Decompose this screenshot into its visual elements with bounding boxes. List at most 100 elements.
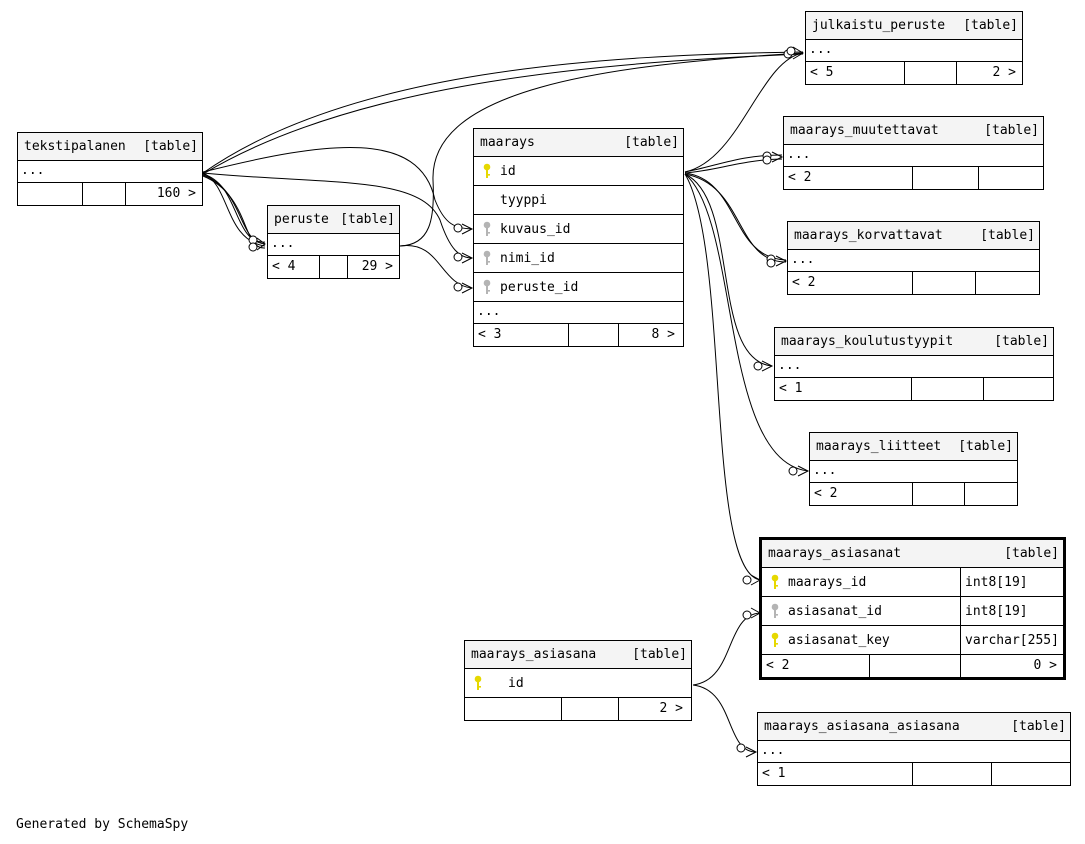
column-row[interactable]: peruste_id [474,273,683,302]
ellipsis-row: ... [788,250,1039,272]
parents-count[interactable]: < 2 [766,658,790,673]
edge-tekstipalanen-julkaistu [202,51,804,174]
parents-count[interactable]: < 2 [788,170,812,185]
table-footer: < 2 [810,483,1017,505]
parents-count[interactable]: < 1 [762,766,786,781]
table-footer: < 1 [775,378,1053,400]
table-name: peruste [274,212,329,227]
children-count[interactable]: 160 > [156,186,196,201]
table-header: maarays_korvattavat [table] [788,222,1039,250]
edge-peruste-julkaistu [399,52,804,247]
table-footer: < 5 2 > [806,62,1022,84]
table-maarays-asiasana[interactable]: maarays_asiasana [table] id 2 > [464,640,692,721]
edge-tekstipalanen-julkaistu-2 [202,53,804,175]
table-tag: [table] [632,647,687,662]
column-row[interactable]: nimi_id [474,244,683,273]
edge-maarays-koulutustyypit [684,173,773,367]
table-tag: [table] [994,334,1049,349]
edge-asiasana-asiasanat [692,612,761,686]
ellipsis-text: ... [477,304,501,319]
ellipsis-text: ... [778,358,802,373]
table-tag: [table] [624,135,679,150]
column-name: asiasanat_key [788,633,890,648]
edge-tekstipalanen-nimi [202,172,473,259]
children-count[interactable]: 2 > [659,701,683,716]
column-row[interactable]: maarays_id int8[19] [762,568,1063,597]
edge-maarays-julkaistu [684,52,804,173]
parents-count[interactable]: < 2 [814,486,838,501]
edge-asiasana-asiasana [692,684,757,753]
table-tag: [table] [1004,546,1059,561]
edge-peruste-maarays [399,245,473,289]
table-name: maarays_koulutustyypit [781,334,954,349]
ellipsis-text: ... [21,163,45,178]
edge-maarays-asiasanat [684,173,761,581]
table-header: maarays_muutettavat [table] [784,117,1043,145]
table-maarays[interactable]: maarays [table] id tyyppi kuvaus_id nimi… [473,128,684,347]
column-name: tyyppi [500,193,547,208]
column-row[interactable]: kuvaus_id [474,215,683,244]
table-maarays-koulutustyypit[interactable]: maarays_koulutustyypit [table] ... < 1 [774,327,1054,401]
ellipsis-row: ... [18,161,202,183]
ellipsis-text: ... [809,42,833,57]
table-tag: [table] [143,139,198,154]
table-name: julkaistu_peruste [812,18,946,33]
table-name: maarays_asiasana [471,647,597,662]
children-count[interactable]: 0 > [1033,658,1057,673]
column-row[interactable]: tyyppi [474,186,683,215]
table-julkaistu-peruste[interactable]: julkaistu_peruste [table] ... < 5 2 > [805,11,1023,85]
parents-count[interactable]: < 1 [779,381,803,396]
foreign-key-icon [483,221,491,236]
table-header: maarays [table] [474,129,683,157]
column-name: maarays_id [788,575,867,590]
table-maarays-liitteet[interactable]: maarays_liitteet [table] ... < 2 [809,432,1018,506]
column-name: id [508,676,524,691]
table-name: maarays_korvattavat [794,228,943,243]
ellipsis-row: ... [758,741,1070,763]
foreign-key-icon [483,250,491,265]
table-peruste[interactable]: peruste [table] ... < 4 29 > [267,205,400,279]
ellipsis-text: ... [791,252,815,267]
table-footer: 160 > [18,183,202,205]
table-name: tekstipalanen [24,139,126,154]
column-name: asiasanat_id [788,604,882,619]
column-type: int8[19] [960,597,1063,625]
primary-key-icon [474,675,482,690]
ellipsis-row: ... [268,234,399,256]
primary-key-icon [483,163,491,178]
table-footer: < 4 29 > [268,256,399,278]
column-name: nimi_id [500,251,555,266]
table-header: maarays_asiasana [table] [465,641,691,669]
table-header: maarays_koulutustyypit [table] [775,328,1053,356]
children-count[interactable]: 8 > [651,327,675,342]
column-row[interactable]: id [474,157,683,186]
table-header: peruste [table] [268,206,399,234]
table-tag: [table] [963,18,1018,33]
column-row[interactable]: asiasanat_key varchar[255] [762,626,1063,655]
children-count[interactable]: 2 > [992,65,1016,80]
table-tekstipalanen[interactable]: tekstipalanen [table] ... 160 > [17,132,203,206]
table-header: tekstipalanen [table] [18,133,202,161]
table-maarays-korvattavat[interactable]: maarays_korvattavat [table] ... < 2 [787,221,1040,295]
table-tag: [table] [980,228,1035,243]
ellipsis-text: ... [761,743,785,758]
primary-key-icon [771,574,779,589]
table-tag: [table] [1011,719,1066,734]
column-type: varchar[255] [960,626,1063,654]
column-row[interactable]: id [465,669,691,698]
parents-count[interactable]: < 5 [810,65,834,80]
table-maarays-asiasana-asiasana[interactable]: maarays_asiasana_asiasana [table] ... < … [757,712,1071,786]
table-maarays-muutettavat[interactable]: maarays_muutettavat [table] ... < 2 [783,116,1044,190]
table-tag: [table] [984,123,1039,138]
table-header: maarays_liitteet [table] [810,433,1017,461]
children-count[interactable]: 29 > [361,259,393,274]
ellipsis-text: ... [813,463,837,478]
parents-count[interactable]: < 3 [478,327,502,342]
table-maarays-asiasanat[interactable]: maarays_asiasanat [table] maarays_id int… [759,537,1066,680]
edge-tekstipalanen-peruste-2 [202,173,266,245]
column-row[interactable]: asiasanat_id int8[19] [762,597,1063,626]
table-tag: [table] [340,212,395,227]
parents-count[interactable]: < 4 [272,259,296,274]
parents-count[interactable]: < 2 [792,275,816,290]
